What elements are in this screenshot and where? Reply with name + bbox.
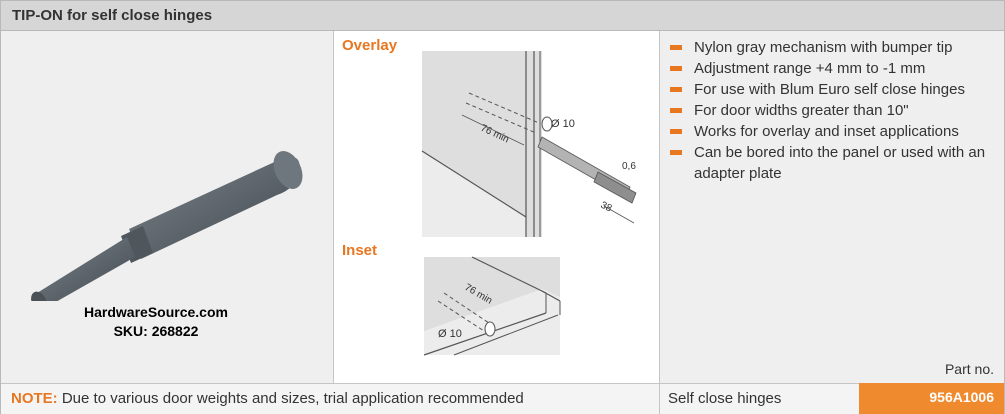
tip-on-product-image (31, 151, 303, 311)
features-panel: Nylon gray mechanism with bumper tip Adj… (660, 31, 1004, 383)
part-number: 956A1006 (929, 389, 994, 405)
footer-type: Self close hinges (660, 383, 859, 414)
feature-item: For door widths greater than 10" (668, 100, 998, 121)
overlay-dim-06: 0,6 (622, 161, 636, 172)
bullet-icon (670, 66, 682, 71)
overlay-label: Overlay (342, 37, 398, 54)
part-no-label: Part no. (944, 361, 994, 377)
page-title: TIP-ON for self close hinges (12, 7, 213, 24)
overlay-diagram: 76 min Ø 10 0,6 38 (421, 51, 637, 237)
feature-item: Can be bored into the panel or used with… (668, 142, 998, 184)
bullet-icon (670, 87, 682, 92)
inset-dim-d10: Ø 10 (438, 328, 462, 340)
feature-item: Nylon gray mechanism with bumper tip (668, 37, 998, 58)
bullet-icon (670, 150, 682, 155)
feature-item: Adjustment range +4 mm to -1 mm (668, 58, 998, 79)
sku-line: SKU: 268822 (113, 323, 199, 339)
inset-label: Inset (342, 242, 378, 259)
overlay-dim-38: 38 (599, 200, 614, 215)
product-source-block: HardwareSource.com SKU: 268822 (1, 303, 311, 341)
note-label: NOTE: (11, 390, 58, 407)
brand-line: HardwareSource.com (84, 304, 228, 320)
title-bar: TIP-ON for self close hinges (1, 1, 1004, 31)
note-text: Due to various door weights and sizes, t… (57, 390, 524, 407)
bullet-icon (670, 108, 682, 113)
feature-item: For use with Blum Euro self close hinges (668, 79, 998, 100)
feature-item: Works for overlay and inset applications (668, 121, 998, 142)
inset-diagram: 76 min Ø 10 (423, 256, 561, 356)
bullet-icon (670, 129, 682, 134)
product-image-panel: HardwareSource.com SKU: 268822 (1, 31, 334, 383)
installation-diagrams-panel: Overlay 76 min Ø 10 0,6 38 Inset (334, 31, 660, 383)
bullet-icon (670, 45, 682, 50)
overlay-dim-d10: Ø 10 (551, 118, 575, 130)
hinge-type: Self close hinges (668, 390, 782, 407)
footer-part-number: 956A1006 (859, 383, 1004, 414)
feature-list: Nylon gray mechanism with bumper tip Adj… (668, 37, 998, 184)
footer-note: NOTE: Due to various door weights and si… (1, 383, 660, 414)
